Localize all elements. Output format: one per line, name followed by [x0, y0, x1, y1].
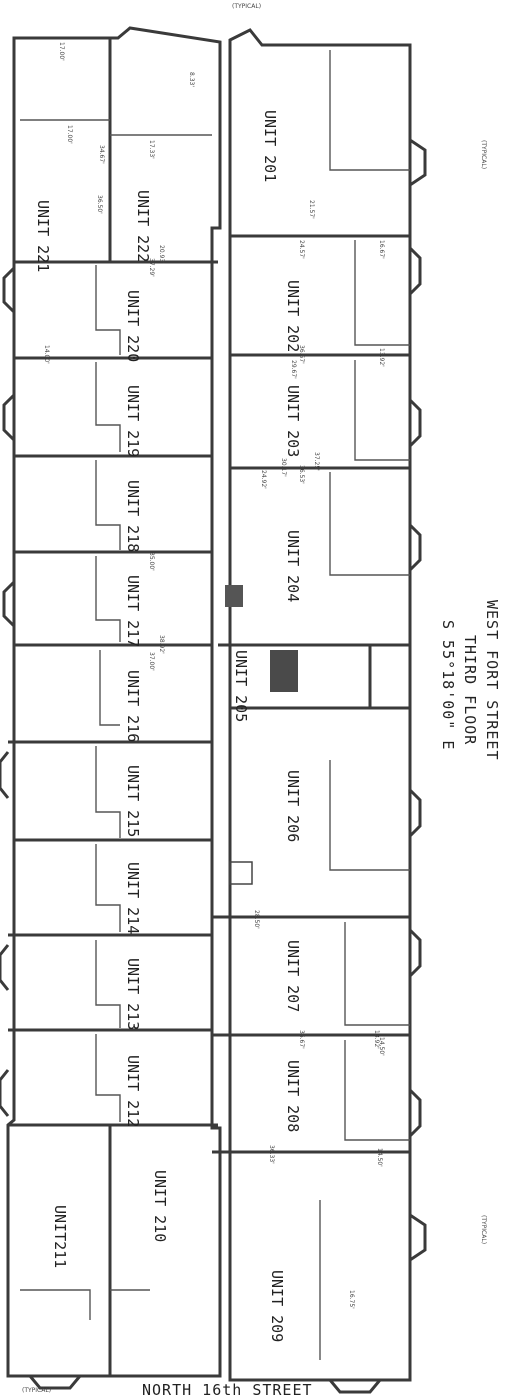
unit-label: UNIT211 — [51, 1205, 69, 1268]
dimension-label: 16.67' — [378, 240, 385, 259]
unit-label: UNIT 201 — [261, 110, 279, 182]
dimension-label: 14.00' — [43, 345, 50, 364]
dimension-label: 13.92' — [378, 348, 385, 367]
street-labels: WEST FORT STREET THIRD FLOOR S 55°18'00"… — [142, 600, 501, 1395]
unit-label: UNIT 207 — [284, 940, 302, 1012]
dimension-label: 14.50' — [376, 1148, 383, 1167]
dimension-label: 37.25' — [313, 452, 320, 471]
unit-label: UNIT 215 — [124, 765, 142, 837]
dimension-label: 36.50' — [96, 195, 103, 214]
dimension-label: 34.67' — [98, 145, 105, 164]
dimension-label: 17.00' — [66, 125, 73, 144]
dimension-label: 16.75' — [348, 1290, 355, 1309]
dimension-label: 29.67' — [290, 360, 297, 379]
dimension-labels: 17.00' 8.33' 17.00' 17.33' 20.93' 34.67'… — [43, 42, 385, 1309]
typical-marks: (TYPICAL) (TYPICAL) (TYPICAL) (TYPICAL) — [22, 3, 487, 1394]
street-name-north-16th: NORTH 16th STREET — [142, 1381, 313, 1395]
dimension-label: 20.93' — [158, 245, 165, 264]
left-bay-windows — [0, 266, 82, 1390]
right-column-walls — [212, 50, 410, 1360]
unit-label: UNIT 220 — [124, 290, 142, 362]
unit-label: UNIT 218 — [124, 480, 142, 552]
dimension-label: 24.57' — [298, 240, 305, 259]
dimension-label: 24.92' — [260, 470, 267, 489]
left-column-walls — [8, 38, 218, 1376]
unit-labels: UNIT 221 UNIT 222 UNIT 201 UNIT 220 UNIT… — [34, 110, 302, 1342]
dimension-label: 36.53' — [298, 465, 305, 484]
unit-label: UNIT 216 — [124, 670, 142, 742]
dimension-label: 21.57' — [308, 200, 315, 219]
unit-label: UNIT 222 — [134, 190, 152, 262]
dimension-label: 37.29' — [148, 258, 155, 277]
unit-label: UNIT 206 — [284, 770, 302, 842]
typical-label: (TYPICAL) — [232, 3, 261, 10]
left-wing-outline — [6, 26, 222, 1378]
dimension-label: 36.67' — [298, 1030, 305, 1049]
dimension-label: 37.00' — [148, 652, 155, 671]
stair-shafts — [225, 585, 298, 885]
bearing-label: S 55°18'00" E — [439, 620, 457, 750]
dimension-label: 8.33' — [188, 72, 195, 87]
right-bay-windows — [328, 138, 427, 1394]
right-wing-outline — [228, 28, 412, 1382]
dimension-label: 17.33' — [148, 140, 155, 159]
dimension-label: 14.50' — [378, 1037, 385, 1056]
dimension-label: 36.67' — [298, 345, 305, 364]
unit-label: UNIT 214 — [124, 862, 142, 934]
typical-label: (TYPICAL) — [480, 140, 487, 169]
dimension-label: 36.33' — [268, 1145, 275, 1164]
unit-label: UNIT 209 — [268, 1270, 286, 1342]
street-name-west-fort: WEST FORT STREET — [483, 600, 501, 761]
dimension-label: 35.00' — [148, 552, 155, 571]
unit-label: UNIT 210 — [151, 1170, 169, 1242]
dimension-label: 17.00' — [58, 42, 65, 61]
dimension-label: 30.17' — [280, 458, 287, 477]
unit-label: UNIT 217 — [124, 575, 142, 647]
unit-label: UNIT 204 — [284, 530, 302, 602]
unit-label: UNIT 221 — [34, 200, 52, 272]
unit-label: UNIT 219 — [124, 385, 142, 457]
typical-label: (TYPICAL) — [480, 1215, 487, 1244]
unit-label: UNIT 212 — [124, 1055, 142, 1127]
unit-label: UNIT 208 — [284, 1060, 302, 1132]
dimension-label: 28.50' — [253, 910, 260, 929]
unit-label: UNIT 205 — [232, 650, 250, 722]
typical-label: (TYPICAL) — [22, 1387, 51, 1394]
floor-label: THIRD FLOOR — [461, 635, 479, 745]
dimension-label: 13.92' — [373, 1030, 380, 1049]
unit-label: UNIT 203 — [284, 385, 302, 457]
dimension-label: 38.92' — [158, 635, 165, 654]
unit-label: UNIT 213 — [124, 958, 142, 1030]
unit-label: UNIT 202 — [284, 280, 302, 352]
